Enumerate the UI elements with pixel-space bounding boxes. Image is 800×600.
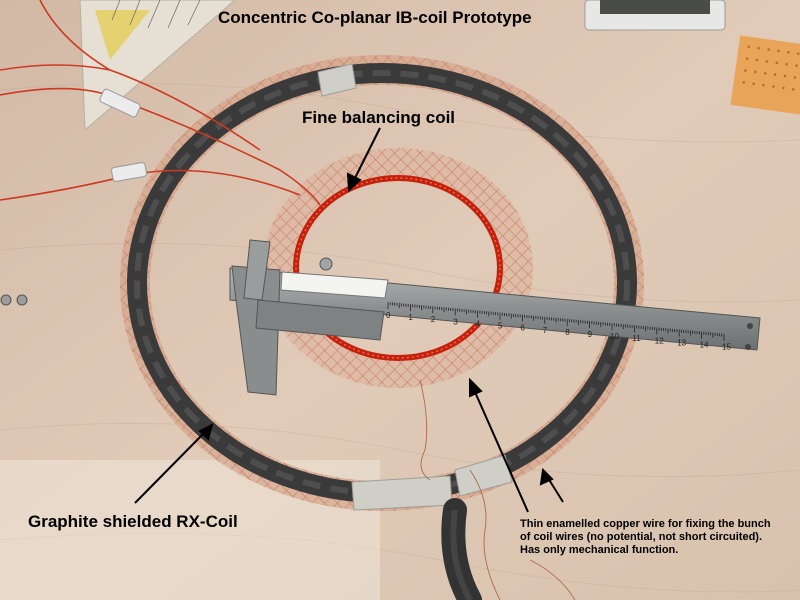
caliper-scale-number: 0 <box>386 311 391 320</box>
inner-mesh-coil <box>263 148 533 388</box>
caliper-scale-number: 6 <box>520 324 525 333</box>
note-line: of coil wires (no potential, not short c… <box>520 531 763 543</box>
caliper-scale-number: 12 <box>655 336 664 345</box>
caliper-scale-number: 15 <box>722 343 731 352</box>
copper-wire-note: Thin enamelled copper wire for fixing th… <box>520 518 795 557</box>
caliper-scale-number: 2 <box>431 315 436 324</box>
caliper-scale-number: 4 <box>476 319 481 328</box>
caliper-scale-number: 13 <box>677 338 686 347</box>
fine-balancing-coil-label: Fine balancing coil <box>302 108 456 127</box>
lead-wires <box>0 0 321 206</box>
perf-board <box>730 35 800 115</box>
note-line: Has only mechanical function. <box>520 544 679 556</box>
caliper-scale-number: 5 <box>498 322 503 331</box>
connectors <box>0 294 28 306</box>
caliper-scale-number: 7 <box>543 326 548 335</box>
caliper-scale-number: 11 <box>632 334 641 343</box>
thin-wires <box>419 379 576 600</box>
caliper-scale-number: 8 <box>565 328 570 337</box>
plastic-box <box>584 0 726 31</box>
caliper-scale-number: 3 <box>453 317 458 326</box>
note-line: Thin enamelled copper wire for fixing th… <box>520 518 771 530</box>
photo-title: Concentric Co-planar IB-coil Prototype <box>218 8 532 27</box>
caliper-scale-number: 10 <box>610 332 619 341</box>
rx-coil-label: Graphite shielded RX-Coil <box>28 512 238 531</box>
caliper-scale-number: 14 <box>700 341 709 350</box>
caliper-scale-number: 9 <box>588 330 593 339</box>
wire-sleeves <box>99 88 147 182</box>
annotation-arrows <box>134 127 564 513</box>
caliper-scale-number: 1 <box>408 313 413 322</box>
